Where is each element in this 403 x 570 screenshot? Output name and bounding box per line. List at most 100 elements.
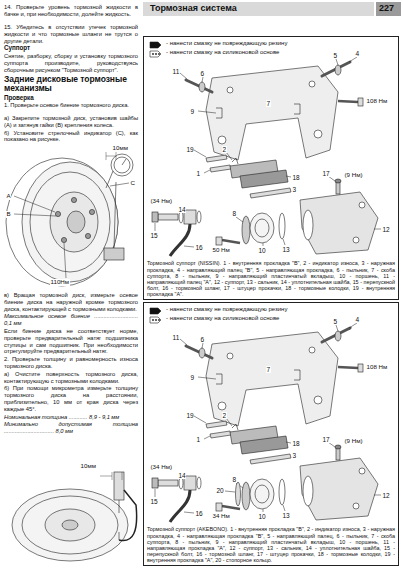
disc-runout-figure-part-part — [85, 233, 90, 238]
disc-runout-figure-part-part — [14, 214, 56, 216]
disc-thickness-figure-part — [119, 500, 120, 513]
torque-value: 50 Нм — [212, 247, 230, 254]
torque-value: (34 Нм) — [150, 464, 172, 471]
torque-value: 108 Нм — [366, 364, 388, 371]
disc-runout-figure-part — [106, 152, 116, 160]
callout-number: 10 — [258, 513, 266, 520]
figure-label: В — [6, 211, 11, 218]
callout-number: 11 — [172, 68, 180, 75]
page-header: Тормозная система — [150, 3, 237, 13]
callout-number: 3 — [292, 452, 297, 459]
legend-entry: - нанести смазку не повреждающую резину — [166, 40, 287, 47]
disc-thickness-figure-part — [22, 496, 118, 554]
callout-number: 18 — [292, 440, 300, 447]
legend-entry: - нанести смазку на силиконовой основе — [166, 315, 279, 322]
callout-number: 7 — [266, 100, 271, 107]
body-text: Снятие, разборку, сборку и установку тор… — [4, 53, 138, 73]
disc-thickness-figure-part — [62, 520, 78, 530]
callout-number: 8 — [232, 210, 237, 217]
callout-number: 8 — [232, 476, 237, 483]
disc-thickness-figure-part — [114, 472, 124, 500]
body-text: Суппорт — [4, 45, 138, 52]
disc-runout-figure-part — [104, 248, 124, 260]
figure-label: 10мм — [112, 145, 128, 152]
disc-runout-figure-part-part — [14, 196, 55, 212]
disc-runout-figure-part — [111, 154, 133, 176]
body-text: 15. Убедитесь в отсутствии утечек тормоз… — [4, 24, 138, 44]
figure-panel: Тормозной суппорт (NISSIN). 1 - внутренн… — [143, 36, 399, 300]
callout-number: 16 — [195, 244, 203, 251]
callout-number: 12 — [382, 226, 390, 233]
body-text: а) Очистите поверхность тормозного диска… — [4, 371, 138, 385]
body-text: 1. Проверьте осевое биение тормозного ди… — [4, 102, 138, 109]
disc-thickness-figure-part — [119, 490, 137, 541]
figure-label: С — [130, 180, 135, 187]
snap-ring-part — [236, 482, 241, 506]
disc-thickness-figure-part — [45, 509, 95, 541]
callout-number: 14 — [178, 472, 186, 479]
callout-number: 12 — [382, 492, 390, 499]
figure-label: 10мм — [80, 463, 96, 470]
disc-runout-figure-part — [30, 172, 110, 272]
disc-runout-figure-part — [14, 183, 129, 278]
callout-number: 16 — [195, 510, 203, 517]
body-text: в) Вращая тормозной диск, измерьте осево… — [4, 292, 138, 312]
disc-runout-figure-part — [114, 182, 116, 248]
figure-caption: Тормозной суппорт (NISSIN). 1 - внутренн… — [147, 260, 395, 297]
header-band — [143, 2, 401, 16]
snap-ring-part — [225, 491, 235, 492]
disc-runout-figure-part — [55, 197, 94, 242]
callout-number: 19 — [186, 412, 194, 419]
callout-number: 5 — [333, 318, 338, 325]
callout-number: 6 — [200, 70, 205, 77]
body-text: Максимальное осевое биение .............… — [4, 313, 138, 327]
disc-thickness-figure-part — [119, 532, 120, 540]
disc-runout-figure-part — [114, 157, 130, 173]
body-text: 14. Проверьте уровень тормозной жидкости… — [4, 4, 138, 18]
callout-number: 4 — [355, 316, 360, 323]
callout-number: 7 — [266, 366, 271, 373]
torque-value: (9 Нм) — [344, 172, 363, 179]
callout-number: 10 — [258, 247, 266, 254]
callout-number: 4 — [355, 50, 360, 57]
callout-number: 17 — [322, 436, 330, 443]
callout-number: 6 — [200, 336, 205, 343]
legend-entry: - нанести смазку не повреждающую резину — [166, 306, 287, 313]
figure-caption: Тормозной суппорт (AKEBONO). 1 - внутрен… — [147, 526, 395, 563]
callout-number: 14 — [178, 206, 186, 213]
callout-number: 2 — [222, 146, 227, 153]
callout-number: 1 — [196, 436, 201, 443]
torque-value: (34 Нм) — [150, 198, 172, 205]
disc-runout-figure-part-part — [61, 237, 66, 242]
callout-number: 15 — [150, 498, 158, 505]
disc-thickness-figure-part — [12, 489, 128, 561]
callout-number: 20 — [216, 487, 224, 494]
disc-runout-figure — [6, 152, 133, 286]
callout-number: 13 — [282, 512, 290, 519]
callout-number: 13 — [282, 246, 290, 253]
body-text: Проверка — [4, 95, 138, 102]
callout-number: 9 — [190, 108, 195, 115]
callout-number: 11 — [172, 334, 180, 341]
disc-runout-figure-part — [50, 192, 98, 252]
disc-runout-figure-part-part — [64, 243, 66, 278]
disc-runout-figure-part — [67, 211, 85, 233]
disc-runout-figure-part — [6, 158, 118, 286]
disc-thickness-figure-part — [100, 472, 122, 480]
torque-value: (9 Нм) — [344, 438, 363, 445]
callout-number: 5 — [333, 52, 338, 59]
callout-number: 18 — [292, 174, 300, 181]
body-text: б) При помощи микрометра измерьте толщин… — [4, 385, 138, 412]
snap-ring — [225, 482, 241, 506]
callout-number: 3 — [292, 186, 297, 193]
page-number: 227 — [379, 4, 394, 14]
callout-number: 19 — [186, 146, 194, 153]
body-text: а) Закрепите тормозной диск, установив ш… — [4, 115, 138, 129]
figure-label: 110Нм — [50, 279, 70, 286]
disc-runout-figure-part-part — [71, 197, 76, 202]
disc-thickness-figure — [12, 472, 137, 561]
callout-number: 17 — [322, 170, 330, 177]
legend-entry: - нанести смазку на силиконовой основе — [166, 49, 279, 56]
body-text: Задние дисковые тормозные механизмы — [4, 75, 138, 94]
disc-runout-figure-part — [122, 159, 126, 165]
